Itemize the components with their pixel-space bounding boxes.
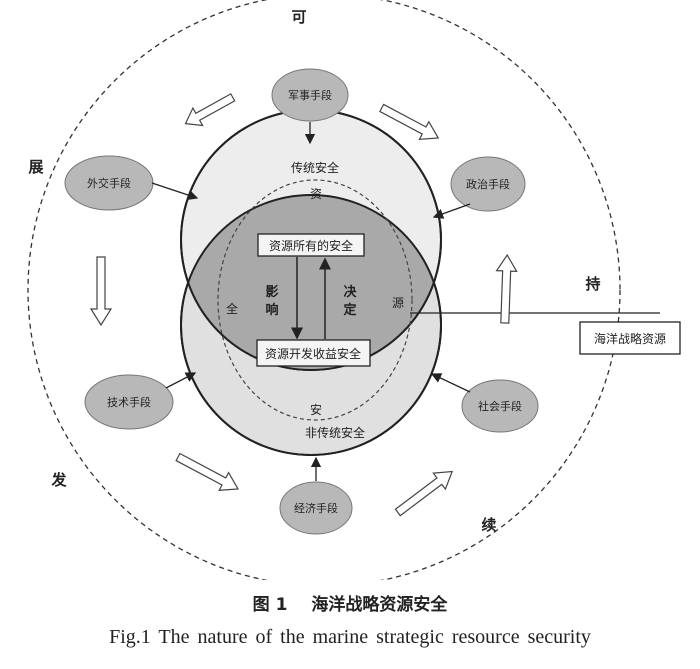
decide-char-2: 定: [342, 302, 356, 318]
political-means-label: 政治手段: [466, 177, 510, 191]
figure-number: 图 1: [252, 595, 288, 615]
economic-means-node: 经济手段: [279, 481, 353, 535]
outer-boundary-circle: [27, 0, 621, 580]
figure-title-cn: 海洋战略资源安全: [311, 595, 448, 615]
figure-caption-en: Fig.1 The nature of the marine strategic…: [109, 626, 591, 648]
technical-means-node: 技术手段: [84, 374, 174, 430]
social-means-label: 社会手段: [478, 399, 522, 413]
resource-security-ring: [217, 179, 413, 421]
rotation-arrow-upper-left: [184, 93, 236, 127]
ring-char-top: 资: [310, 187, 322, 201]
marine-strategic-resource-label: 海洋战略资源: [594, 331, 666, 346]
rotation-arrow-lower-right: [394, 470, 454, 517]
technical-to-circle-arrow: [165, 372, 197, 389]
outer-char-top: 可: [291, 8, 306, 26]
overlap-region: [181, 195, 441, 370]
outer-char-left-top: 展: [28, 158, 43, 176]
social-means-node: 社会手段: [461, 379, 539, 433]
development-security-box: [256, 339, 371, 367]
outer-char-right: 持: [585, 275, 600, 293]
rotation-arrow-lower-left: [175, 452, 240, 491]
rotation-arrow-upper-right: [379, 103, 440, 141]
non-traditional-security-label: 非传统安全: [305, 425, 365, 440]
military-means-node: 军事手段: [271, 68, 349, 122]
marine-resource-security-diagram: 传统安全 非传统安全 资 全 源 安 资源所有的安全 资源开发收益安全 影 响 …: [27, 0, 681, 580]
ring-char-bottom: 安: [310, 402, 322, 417]
outer-char-left-bottom: 发: [50, 471, 67, 489]
political-means-node: 政治手段: [450, 156, 526, 212]
ownership-security-box: [257, 233, 365, 257]
ring-char-left: 全: [226, 301, 238, 316]
outer-char-bottom-right: 续: [481, 516, 496, 534]
influence-char-2: 响: [265, 302, 278, 318]
influence-char-1: 影: [265, 284, 278, 300]
development-security-label: 资源开发收益安全: [265, 346, 361, 361]
technical-means-label: 技术手段: [107, 395, 151, 409]
traditional-security-label: 传统安全: [291, 160, 339, 175]
diplomatic-means-label: 外交手段: [87, 176, 131, 190]
decide-char-1: 决: [343, 284, 357, 300]
ring-char-right: 源: [392, 296, 404, 310]
rotation-arrow-left: [89, 256, 113, 327]
marine-strategic-resource-box: [579, 321, 681, 355]
social-to-circle-arrow: [430, 373, 471, 393]
ownership-security-label: 资源所有的安全: [269, 238, 353, 253]
figure-caption-cn: 图 1 海洋战略资源安全: [0, 590, 700, 615]
economic-means-label: 经济手段: [294, 501, 338, 515]
military-means-label: 军事手段: [288, 88, 332, 102]
rotation-arrow-right: [495, 253, 518, 324]
political-to-circle-arrow: [432, 203, 471, 219]
diplomatic-means-node: 外交手段: [64, 155, 154, 211]
diplomatic-to-circle-arrow: [151, 182, 199, 201]
